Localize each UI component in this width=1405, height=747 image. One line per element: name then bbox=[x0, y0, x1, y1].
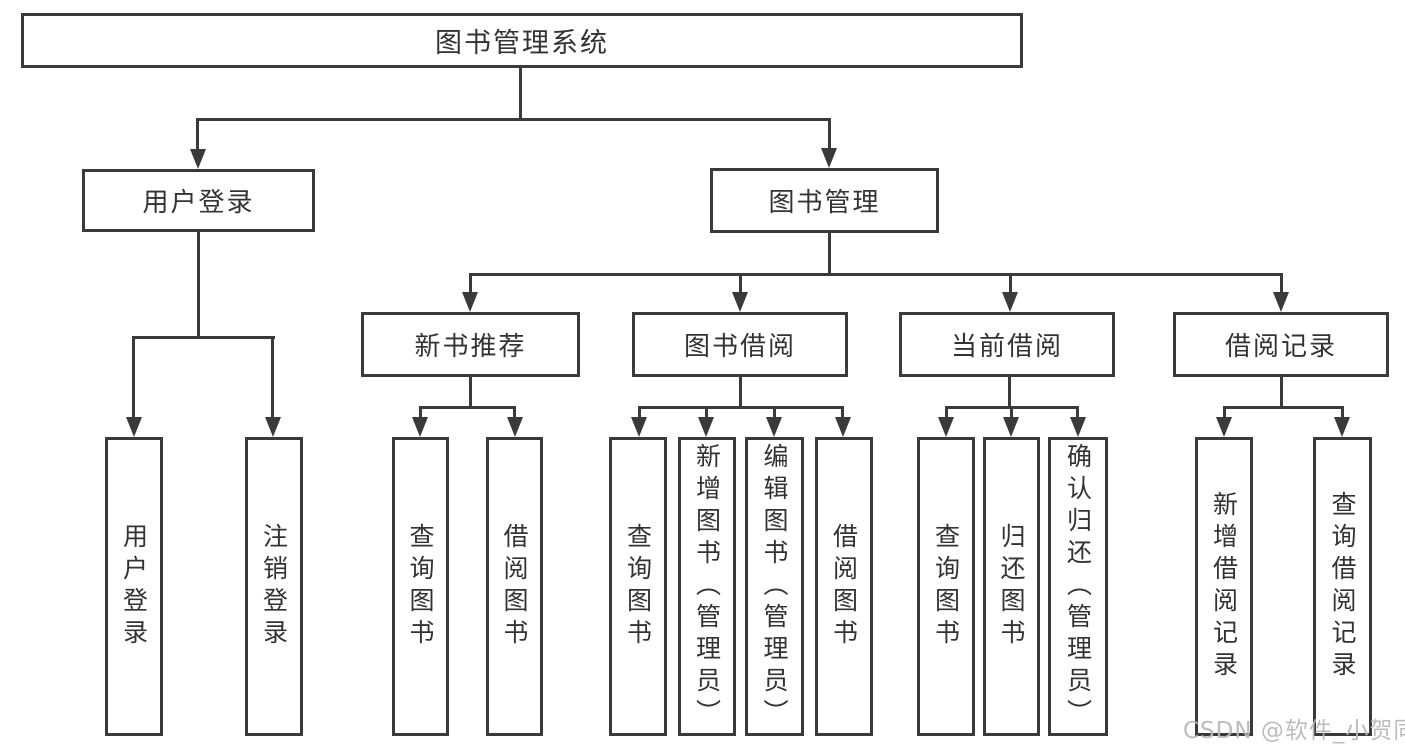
leaf-borrow-books-2-label: 借阅图书 bbox=[829, 522, 859, 651]
connector-book-mgmt-drop bbox=[828, 118, 831, 151]
connector-leaf-drop bbox=[513, 406, 516, 419]
node-book-management: 图书管理 bbox=[710, 168, 939, 233]
leaf-query-borrow-record: 查询借阅记录 bbox=[1313, 437, 1372, 736]
leaf-query-books-current: 查询图书 bbox=[917, 437, 975, 736]
connector-level1-bar bbox=[197, 118, 831, 121]
arrowhead-borrow-records bbox=[1273, 292, 1289, 312]
node-book-management-label: 图书管理 bbox=[768, 188, 881, 218]
connector-branch-drop bbox=[1009, 273, 1012, 294]
arrowhead-leaf bbox=[265, 417, 281, 437]
connector-leaf-drop bbox=[419, 406, 422, 419]
connector-leaf-drop bbox=[841, 406, 844, 419]
arrowhead-leaf bbox=[126, 417, 142, 437]
leaf-add-borrow-record-label: 新增借阅记录 bbox=[1209, 490, 1239, 683]
connector-leaf-drop bbox=[705, 406, 708, 419]
arrowhead-user-login bbox=[190, 149, 206, 169]
arrowhead-leaf bbox=[698, 417, 714, 437]
node-current-borrow-label: 当前借阅 bbox=[950, 332, 1063, 362]
arrowhead-leaf bbox=[835, 417, 851, 437]
connector-leaf-drop bbox=[1223, 406, 1226, 419]
node-root-label: 图书管理系统 bbox=[435, 28, 609, 59]
connector-new-book-rec-stem bbox=[469, 377, 472, 406]
leaf-edit-book-admin: 编辑图书（管理员） bbox=[745, 437, 804, 736]
connector-user-login-drop bbox=[196, 118, 199, 152]
leaf-query-books-current-label: 查询图书 bbox=[931, 522, 961, 651]
leaf-logout-login: 注销登录 bbox=[245, 437, 303, 736]
arrowhead-current-borrow bbox=[1002, 292, 1018, 312]
arrowhead-leaf bbox=[766, 417, 782, 437]
connector-borrow-records-bar bbox=[1223, 406, 1344, 409]
connector-leaf-drop bbox=[1010, 406, 1013, 419]
leaf-add-book-admin-label: 新增图书（管理员） bbox=[692, 442, 722, 731]
connector-borrow-records-stem bbox=[1280, 377, 1283, 406]
leaf-query-books-borrow-label: 查询图书 bbox=[623, 522, 653, 651]
arrowhead-leaf bbox=[1334, 417, 1350, 437]
node-borrow-records: 借阅记录 bbox=[1173, 312, 1389, 377]
node-user-login: 用户登录 bbox=[82, 169, 315, 232]
connector-current-borrow-stem bbox=[1008, 377, 1011, 406]
arrowhead-book-mgmt bbox=[821, 148, 837, 168]
leaf-borrow-books-recommend: 借阅图书 bbox=[486, 437, 543, 736]
leaf-query-books-borrow: 查询图书 bbox=[609, 437, 667, 736]
connector-book-borrow-stem bbox=[739, 377, 742, 406]
connector-new-book-rec-bar bbox=[419, 406, 516, 409]
connector-branch-drop bbox=[469, 273, 472, 294]
connector-leaf-drop bbox=[773, 406, 776, 419]
leaf-return-books-label: 归还图书 bbox=[997, 522, 1026, 651]
node-book-borrow: 图书借阅 bbox=[632, 312, 848, 377]
leaf-add-borrow-record: 新增借阅记录 bbox=[1195, 437, 1253, 736]
leaf-confirm-return-admin-label: 确认归还（管理员） bbox=[1063, 442, 1093, 731]
connector-leaf-drop bbox=[638, 406, 641, 419]
arrowhead-leaf bbox=[1003, 417, 1019, 437]
node-new-book-recommend: 新书推荐 bbox=[361, 312, 580, 377]
connector-level2-bar bbox=[469, 273, 1283, 276]
connector-book-borrow-bar bbox=[638, 406, 844, 409]
arrowhead-new-book-rec bbox=[462, 292, 478, 312]
connector-root-stem bbox=[519, 68, 522, 118]
connector-leaf-drop bbox=[1341, 406, 1344, 419]
connector-user-login-bar bbox=[132, 336, 275, 339]
arrowhead-book-borrow bbox=[732, 292, 748, 312]
node-root: 图书管理系统 bbox=[21, 13, 1023, 68]
arrowhead-leaf bbox=[1216, 417, 1232, 437]
leaf-return-books: 归还图书 bbox=[983, 437, 1040, 736]
connector-leaf-drop bbox=[945, 406, 948, 419]
connector-leaf-drop bbox=[271, 336, 274, 418]
leaf-borrow-books-2: 借阅图书 bbox=[815, 437, 873, 736]
connector-branch-drop bbox=[739, 273, 742, 294]
leaf-edit-book-admin-label: 编辑图书（管理员） bbox=[760, 442, 789, 731]
node-book-borrow-label: 图书借阅 bbox=[683, 332, 796, 362]
leaf-query-books-recommend: 查询图书 bbox=[392, 437, 449, 736]
leaf-logout-login-label: 注销登录 bbox=[259, 522, 289, 651]
connector-branch-drop bbox=[1280, 273, 1283, 294]
connector-leaf-drop bbox=[132, 336, 135, 418]
arrowhead-leaf bbox=[631, 417, 647, 437]
leaf-user-login: 用户登录 bbox=[105, 437, 163, 736]
leaf-confirm-return-admin: 确认归还（管理员） bbox=[1048, 437, 1108, 736]
leaf-borrow-books-recommend-label: 借阅图书 bbox=[500, 522, 529, 651]
leaf-query-borrow-record-label: 查询借阅记录 bbox=[1328, 490, 1357, 683]
connector-user-login-stem bbox=[197, 232, 200, 336]
arrowhead-leaf bbox=[938, 417, 954, 437]
leaf-add-book-admin: 新增图书（管理员） bbox=[678, 437, 736, 736]
arrowhead-leaf bbox=[1070, 417, 1086, 437]
node-new-book-recommend-label: 新书推荐 bbox=[414, 332, 527, 362]
leaf-user-login-label: 用户登录 bbox=[119, 522, 149, 651]
leaf-query-books-recommend-label: 查询图书 bbox=[406, 522, 435, 651]
node-borrow-records-label: 借阅记录 bbox=[1224, 332, 1337, 362]
arrowhead-leaf bbox=[412, 417, 428, 437]
connector-book-mgmt-stem bbox=[828, 233, 831, 273]
node-user-login-label: 用户登录 bbox=[142, 188, 255, 218]
node-current-borrow: 当前借阅 bbox=[899, 312, 1115, 377]
watermark: CSDN @软件_小贺同学 bbox=[1183, 718, 1405, 744]
arrowhead-leaf bbox=[507, 417, 523, 437]
connector-leaf-drop bbox=[1076, 406, 1079, 419]
